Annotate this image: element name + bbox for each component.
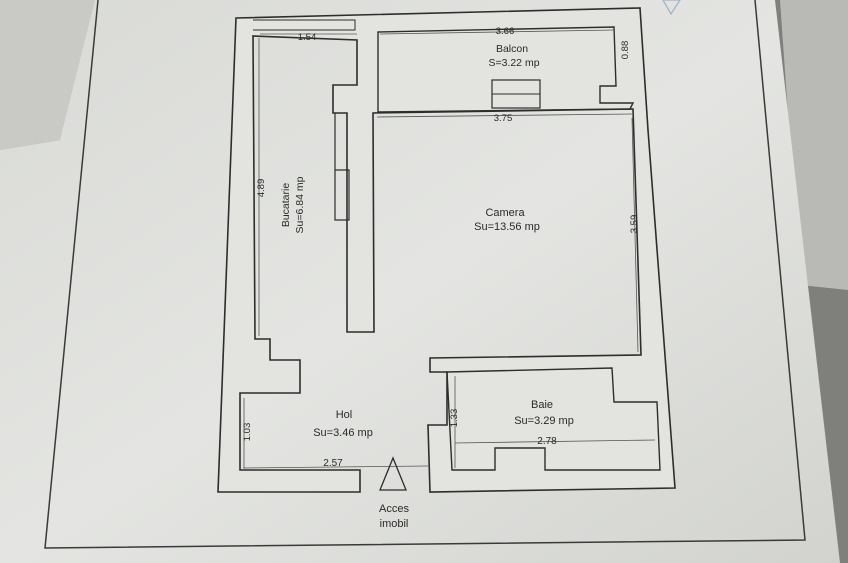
corner-mark-icon <box>662 0 681 16</box>
room-name-hol: Hol <box>336 409 353 421</box>
background-paper-left <box>0 0 110 150</box>
room-area-baie: Su=3.29 mp <box>514 415 574 427</box>
outer-wall-outline <box>217 7 676 493</box>
dimension-label-bucatarie-depth: 4.89 <box>256 179 267 198</box>
entrance-label-line2: imobil <box>380 518 409 530</box>
entrance-triangle-icon <box>379 456 407 491</box>
dimension-line-balcon-width <box>379 29 615 35</box>
room-area-balcon: S=3.22 mp <box>488 57 539 69</box>
dimension-label-balcon-depth: 0.88 <box>620 41 631 60</box>
balcony-wall-outline <box>377 26 635 113</box>
room-area-hol: Su=3.46 mp <box>313 427 373 439</box>
bathroom-wall-outline <box>446 367 661 471</box>
dimension-label-camera-width: 3.75 <box>494 113 513 124</box>
dimension-label-baie-depth: 1.33 <box>449 409 460 428</box>
dimension-line-baie-width <box>454 439 656 444</box>
room-area-camera: Su=13.56 mp <box>474 221 540 233</box>
dimension-label-balcon-width: 3.66 <box>496 26 515 37</box>
dimension-line-camera-width <box>376 113 633 118</box>
page-frame-border <box>44 0 806 549</box>
entrance-label-line1: Acces <box>379 503 409 515</box>
dimension-line-hol-width <box>242 465 429 469</box>
dimension-label-hol-width: 2.57 <box>323 458 343 469</box>
room-name-baie: Baie <box>531 399 553 411</box>
dimension-line-camera-depth <box>631 117 639 353</box>
dimension-label-hol-depth: 1.03 <box>242 423 253 442</box>
dimension-label-camera-depth: 3.59 <box>629 215 640 234</box>
kitchen-top-edge <box>253 19 356 31</box>
room-name-camera: Camera <box>485 207 525 219</box>
room-name-bucatarie: Bucatarie <box>280 183 292 228</box>
room-area-bucatarie: Su=6.84 mp <box>294 176 306 233</box>
room-name-balcon: Balcon <box>496 43 528 55</box>
dimension-label-bucatarie-width: 1.54 <box>298 32 317 43</box>
kitchen-wall-notch <box>334 113 350 221</box>
dimension-label-baie-width: 2.78 <box>537 436 557 447</box>
